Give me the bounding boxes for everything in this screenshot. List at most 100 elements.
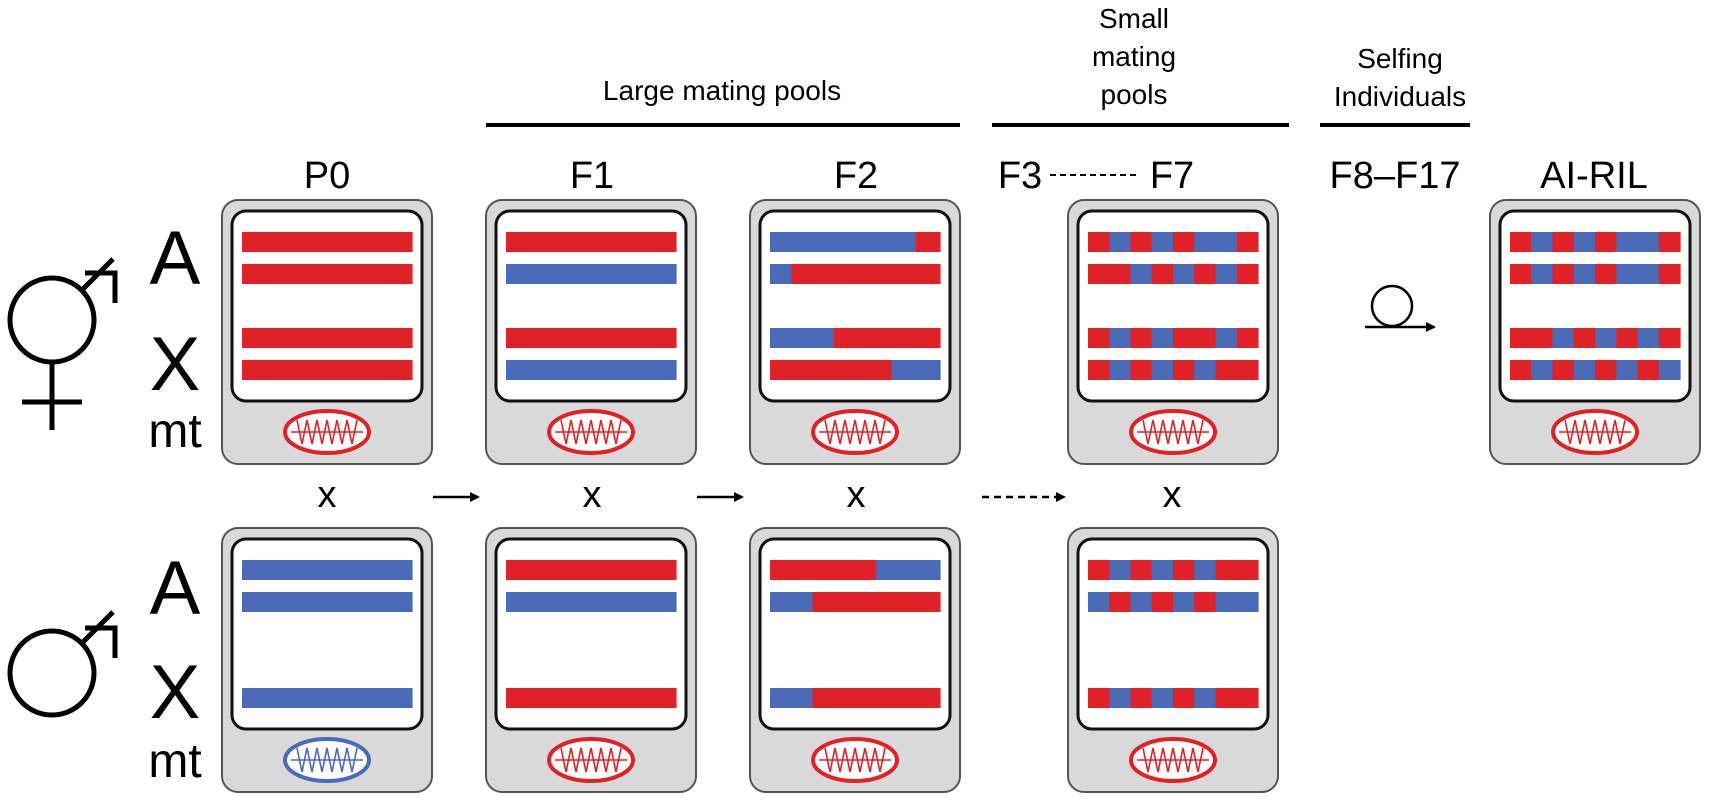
herm-mt-label: mt bbox=[148, 405, 201, 458]
chromosome-segment bbox=[242, 264, 413, 284]
chromosome-segment bbox=[1531, 264, 1554, 284]
chromosome-segment bbox=[1236, 592, 1259, 612]
chromosome-segment bbox=[1531, 232, 1554, 252]
nucleus bbox=[230, 537, 424, 731]
chromosome-4 bbox=[1510, 360, 1681, 380]
chromosome-1 bbox=[1510, 232, 1681, 252]
chromosome-segment bbox=[1573, 360, 1596, 380]
chromosome-segment bbox=[855, 264, 877, 284]
chromosome-segment bbox=[242, 560, 413, 580]
chromosome-segment bbox=[794, 360, 820, 380]
chromosome-segment bbox=[1637, 232, 1660, 252]
chromosome-segment bbox=[1088, 360, 1110, 380]
chromosome-segment bbox=[770, 360, 795, 380]
chromosome-4 bbox=[770, 688, 941, 708]
chromosome-segment bbox=[1109, 328, 1132, 348]
chromosome-segment bbox=[1236, 360, 1259, 380]
chromosome-segment bbox=[1215, 232, 1238, 252]
chromosome-segment bbox=[812, 592, 835, 612]
chromosome-segment bbox=[1595, 360, 1617, 380]
chromosome-segment bbox=[1215, 688, 1238, 708]
chromosome-segment bbox=[918, 592, 941, 612]
chromosome-segment bbox=[1573, 264, 1596, 284]
mitochondrion-icon bbox=[283, 737, 371, 783]
chromosome-segment bbox=[833, 592, 856, 612]
chromosome-segment bbox=[1658, 360, 1681, 380]
chromosome-segment bbox=[1088, 232, 1110, 252]
chromosome-4 bbox=[770, 360, 941, 380]
chromosome-segment bbox=[1088, 328, 1110, 348]
male-mt-label: mt bbox=[148, 735, 201, 788]
chromosome-2 bbox=[1510, 264, 1681, 284]
chromosome-segment bbox=[1173, 264, 1195, 284]
chromosome-3 bbox=[770, 328, 941, 348]
nucleus bbox=[1076, 209, 1270, 403]
nucleus bbox=[758, 209, 952, 403]
cell-f1-herm bbox=[485, 199, 697, 465]
chromosome-segment bbox=[1130, 232, 1153, 252]
chromosome-segment bbox=[876, 688, 899, 708]
chromosome-4 bbox=[242, 688, 413, 708]
chromosome-segment bbox=[897, 264, 920, 284]
chromosome-segment bbox=[1088, 560, 1110, 580]
chromosome-segment bbox=[1510, 328, 1532, 348]
chromosome-4 bbox=[506, 688, 677, 708]
chromosome-1 bbox=[770, 560, 941, 580]
chromosome-segment bbox=[1151, 232, 1174, 252]
chromosome-segment bbox=[794, 232, 820, 252]
chromosome-4 bbox=[1088, 360, 1259, 380]
cell-f2-male bbox=[749, 527, 961, 793]
male-symbol bbox=[7, 610, 118, 718]
mitochondrion-icon bbox=[1551, 409, 1639, 455]
chromosome-segment bbox=[812, 560, 835, 580]
chromosome-segment bbox=[770, 592, 792, 612]
chromosome-segment bbox=[506, 688, 677, 708]
chromosome-segment bbox=[242, 360, 413, 380]
cross-symbol-f7: x bbox=[1163, 474, 1182, 516]
chromosome-segment bbox=[770, 560, 792, 580]
cell-f1-male bbox=[485, 527, 697, 793]
nucleus bbox=[1076, 537, 1270, 731]
chromosome-segment bbox=[833, 688, 856, 708]
chromosome-segment bbox=[1573, 232, 1596, 252]
chromosome-2 bbox=[242, 264, 413, 284]
chromosome-segment bbox=[1215, 560, 1238, 580]
chromosome-segment bbox=[876, 560, 899, 580]
chromosome-segment bbox=[1109, 360, 1132, 380]
chromosome-segment bbox=[1130, 328, 1153, 348]
large-mating-pools-label: Large mating pools bbox=[603, 75, 841, 106]
chromosome-2 bbox=[1088, 592, 1259, 612]
chromosome-segment bbox=[506, 328, 677, 348]
chromosome-segment bbox=[1109, 592, 1132, 612]
cell-p0-male bbox=[221, 527, 433, 793]
chromosome-segment bbox=[867, 232, 893, 252]
chromosome-segment bbox=[1616, 264, 1639, 284]
herm-x-label: X bbox=[150, 322, 201, 407]
cell-p0-herm bbox=[221, 199, 433, 465]
chromosome-segment bbox=[242, 328, 413, 348]
chromosome-segment bbox=[1088, 688, 1110, 708]
selfing-label-line2: Individuals bbox=[1334, 81, 1466, 112]
generation-label-f3: F3 bbox=[998, 155, 1042, 197]
chromosome-segment bbox=[1573, 328, 1596, 348]
chromosome-segment bbox=[1130, 688, 1153, 708]
mitochondrion-icon bbox=[283, 409, 371, 455]
chromosome-4 bbox=[242, 360, 413, 380]
nucleus bbox=[494, 537, 688, 731]
chromosome-segment bbox=[1130, 560, 1153, 580]
chromosome-segment bbox=[791, 328, 814, 348]
chromosome-1 bbox=[770, 232, 941, 252]
chromosome-2 bbox=[770, 264, 941, 284]
chromosome-3 bbox=[1510, 328, 1681, 348]
chromosome-segment bbox=[1194, 560, 1217, 580]
chromosome-segment bbox=[876, 328, 899, 348]
selfing-loop-arrow-icon bbox=[1365, 284, 1436, 332]
chromosome-segment bbox=[1595, 328, 1617, 348]
small-pools-label-line3: pools bbox=[1101, 79, 1168, 110]
chromosome-segment bbox=[1151, 560, 1174, 580]
chromosome-segment bbox=[791, 592, 814, 612]
nucleus bbox=[494, 209, 688, 403]
chromosome-segment bbox=[1236, 328, 1259, 348]
chromosome-segment bbox=[1173, 688, 1195, 708]
